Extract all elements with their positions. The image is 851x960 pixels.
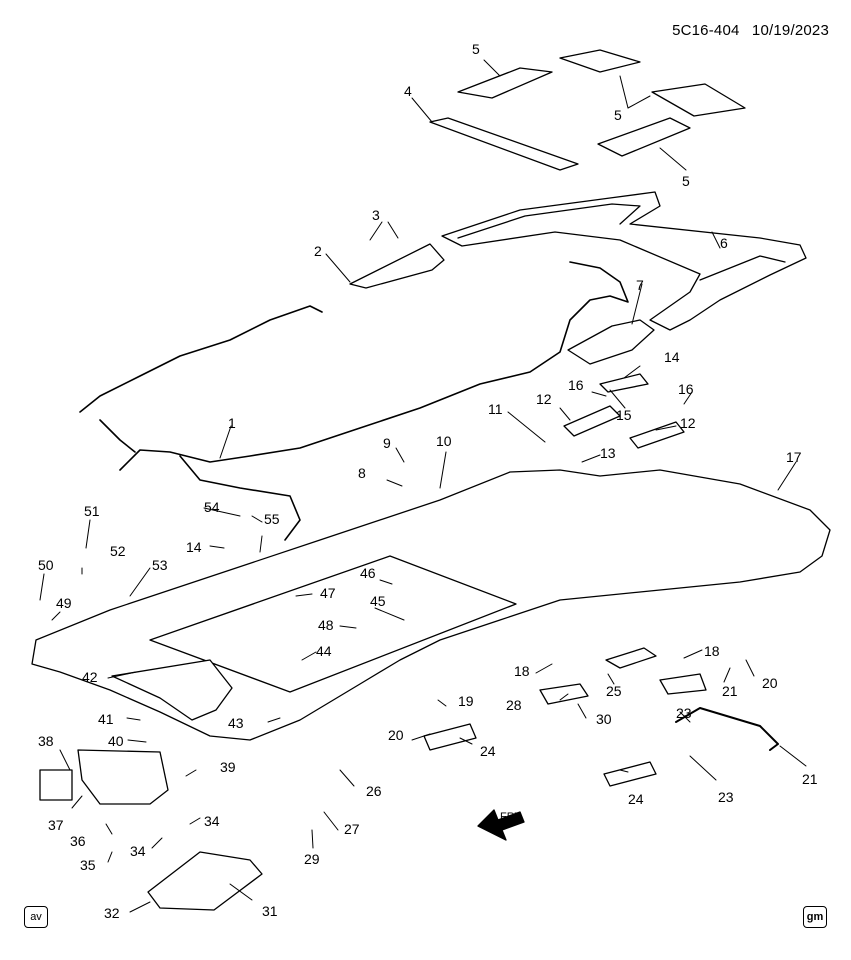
diagram-header: 5C16-404 10/19/2023 bbox=[664, 22, 829, 39]
front-direction-arrow: FRT bbox=[477, 809, 525, 841]
callout-54: 54 bbox=[204, 499, 220, 515]
callout-51: 51 bbox=[84, 503, 100, 519]
callout-41: 41 bbox=[98, 711, 114, 727]
callout-25: 25 bbox=[606, 683, 622, 699]
diagram-date: 10/19/2023 bbox=[751, 22, 829, 39]
bracket-2 bbox=[349, 243, 445, 289]
gm-logo-badge: gm bbox=[803, 906, 827, 928]
callout-18a: 18 bbox=[514, 663, 530, 679]
callout-24b: 24 bbox=[628, 791, 644, 807]
callout-37: 37 bbox=[48, 817, 64, 833]
callout-34a: 34 bbox=[130, 843, 146, 859]
callout-53: 53 bbox=[152, 557, 168, 573]
callout-8: 8 bbox=[358, 465, 366, 481]
callout-16a: 16 bbox=[568, 377, 584, 393]
callout-35: 35 bbox=[80, 857, 96, 873]
callout-10: 10 bbox=[436, 433, 452, 449]
callout-50: 50 bbox=[38, 557, 54, 573]
callout-17: 17 bbox=[786, 449, 802, 465]
callout-20a: 20 bbox=[388, 727, 404, 743]
callout-15: 15 bbox=[616, 407, 632, 423]
callout-4: 4 bbox=[404, 83, 412, 99]
sunshade-panels bbox=[429, 49, 746, 171]
callout-27: 28 bbox=[506, 697, 522, 713]
callout-18b: 18 bbox=[704, 643, 720, 659]
callout-labels: 5 4 5 5 3 2 6 7 1 9 8 10 11 12 13 14 16 … bbox=[38, 41, 818, 921]
callout-55: 55 bbox=[264, 511, 280, 527]
callout-43: 43 bbox=[228, 715, 244, 731]
callout-46: 46 bbox=[360, 565, 376, 581]
callout-31: 31 bbox=[262, 903, 278, 919]
callout-38: 38 bbox=[38, 733, 54, 749]
diagram-code: 5C16-404 bbox=[672, 22, 740, 39]
callout-2: 2 bbox=[314, 243, 322, 259]
callout-14a: 14 bbox=[664, 349, 680, 365]
front-direction-label: FRT bbox=[500, 811, 521, 823]
label-card-38 bbox=[39, 769, 73, 801]
callout-39: 39 bbox=[220, 759, 236, 775]
callout-5a: 5 bbox=[472, 41, 480, 57]
callout-23: 23 bbox=[718, 789, 734, 805]
callout-1: 1 bbox=[228, 415, 236, 431]
callout-20b: 21 bbox=[722, 683, 738, 699]
callout-6: 6 bbox=[720, 235, 728, 251]
overhead-console-31 bbox=[147, 851, 263, 911]
callout-32: 32 bbox=[104, 905, 120, 921]
console-7 bbox=[567, 319, 655, 365]
callout-45: 45 bbox=[370, 593, 386, 609]
callout-29: 27 bbox=[344, 821, 360, 837]
callout-42: 42 bbox=[82, 669, 98, 685]
callout-47: 47 bbox=[320, 585, 336, 601]
callout-49: 49 bbox=[56, 595, 72, 611]
callout-48: 48 bbox=[318, 617, 334, 633]
callout-44: 44 bbox=[316, 643, 332, 659]
callout-21: 21 bbox=[802, 771, 818, 787]
callout-16b: 16 bbox=[678, 381, 694, 397]
callout-52: 52 bbox=[110, 543, 126, 559]
callout-24a: 24 bbox=[480, 743, 496, 759]
callout-13: 13 bbox=[600, 445, 616, 461]
callout-11: 11 bbox=[488, 401, 503, 417]
callout-12a: 12 bbox=[536, 391, 552, 407]
callout-28: 26 bbox=[366, 783, 382, 799]
callout-5b: 5 bbox=[614, 107, 622, 123]
roof-bow bbox=[441, 191, 807, 331]
callout-3: 3 bbox=[372, 207, 380, 223]
callout-34b: 34 bbox=[204, 813, 220, 829]
callout-5c: 5 bbox=[682, 173, 690, 189]
headliner-panel bbox=[31, 469, 831, 741]
lamps-and-handles bbox=[423, 373, 779, 787]
callout-40: 40 bbox=[108, 733, 124, 749]
callout-19a: 19 bbox=[458, 693, 474, 709]
callout-30: 29 bbox=[304, 851, 320, 867]
callout-7: 7 bbox=[636, 277, 644, 293]
callout-26: 30 bbox=[596, 711, 612, 727]
callout-22: 23 bbox=[676, 705, 692, 721]
callout-36: 36 bbox=[70, 833, 86, 849]
callout-9: 9 bbox=[383, 435, 391, 451]
callout-14b: 14 bbox=[186, 539, 202, 555]
wiring-harness bbox=[79, 261, 629, 541]
av-badge: av bbox=[24, 906, 48, 928]
sunvisor-37 bbox=[77, 749, 169, 805]
callout-19b: 20 bbox=[762, 675, 778, 691]
leader-lines bbox=[39, 59, 807, 913]
callout-12b: 12 bbox=[680, 415, 696, 431]
